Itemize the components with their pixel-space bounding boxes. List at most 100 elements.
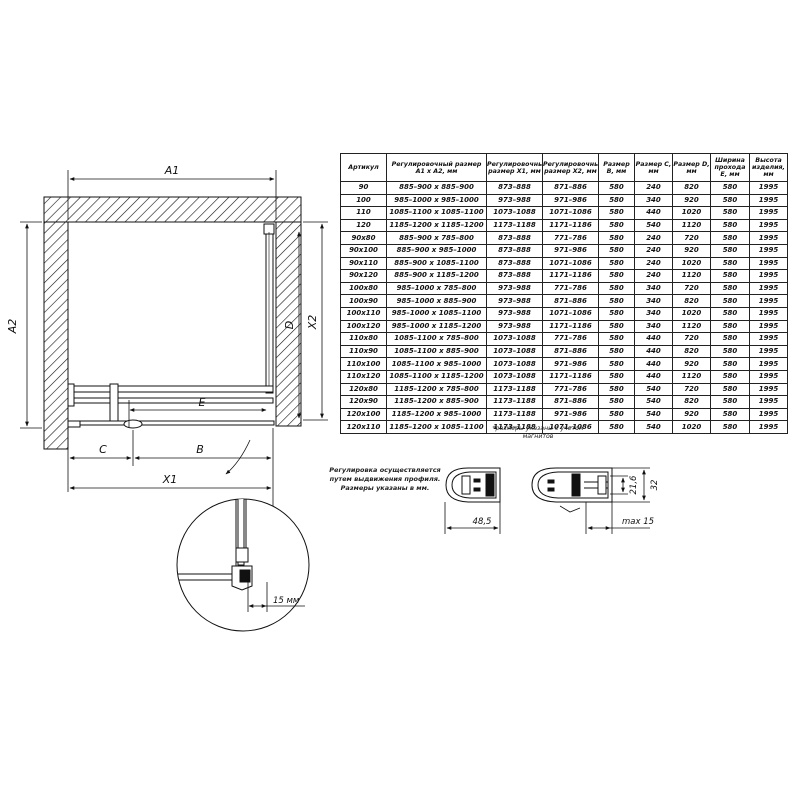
- cell-x1: 1173–1188: [486, 395, 543, 409]
- table-footnote: *размеры указаны с учетом магнитов: [492, 425, 584, 440]
- cell-x2: 1171–1186: [542, 269, 599, 283]
- cell-d: 720: [672, 231, 711, 245]
- cell-b: 580: [598, 395, 635, 409]
- door-handle: [123, 419, 143, 429]
- table-header-row: Артикул Регулировочный размер A1 x A2, м…: [340, 153, 788, 182]
- cell-a1-a2: 885–900 x 1185–1200: [386, 269, 487, 283]
- cell-article: 120x100: [340, 407, 387, 422]
- cell-x2: 871–886: [542, 395, 599, 409]
- cell-a1-a2: 1185–1200 x 885–900: [386, 395, 487, 409]
- cell-e: 580: [710, 344, 750, 359]
- cell-x1: 973–988: [486, 306, 543, 321]
- cell-c: 340: [634, 306, 673, 321]
- cell-c: 240: [634, 256, 673, 271]
- sliding-panel-glass: [68, 397, 274, 404]
- cell-b: 580: [598, 231, 635, 245]
- cell-b: 580: [598, 294, 635, 308]
- cell-d: 920: [672, 243, 711, 258]
- cell-height: 1995: [749, 382, 788, 397]
- header-a1-a2: Регулировочный размер A1 x A2, мм: [386, 153, 487, 182]
- cell-d: 920: [672, 193, 711, 208]
- cell-article: 120x90: [340, 395, 387, 409]
- cell-x1: 873–888: [486, 269, 543, 283]
- cell-a1-a2: 1185–1200 x 1185–1200: [386, 218, 487, 233]
- cell-d: 920: [672, 407, 711, 422]
- header-x2: Регулировочный размер X2, мм: [542, 153, 599, 182]
- cell-e: 580: [710, 281, 750, 296]
- cell-d: 820: [672, 294, 711, 308]
- cell-article: 90x100: [340, 243, 387, 258]
- cell-d: 820: [672, 344, 711, 359]
- cell-height: 1995: [749, 369, 788, 384]
- cell-x2: 1071–1086: [542, 256, 599, 271]
- cell-d: 820: [672, 181, 711, 195]
- cell-b: 580: [598, 382, 635, 397]
- dimension-lines: [20, 170, 328, 508]
- cell-a1-a2: 985–1000 x 1085–1100: [386, 306, 487, 321]
- cell-x2: 1171–1186: [542, 319, 599, 334]
- cell-x1: 1073–1088: [486, 369, 543, 384]
- cell-height: 1995: [749, 281, 788, 296]
- cell-b: 580: [598, 319, 635, 334]
- label-offset-15: 15 мм: [273, 596, 300, 606]
- cell-height: 1995: [749, 218, 788, 233]
- label-profile-inner: 21,6: [629, 475, 639, 495]
- cell-x1: 1073–1088: [486, 332, 543, 346]
- rail-bracket-left: [67, 383, 75, 407]
- cell-a1-a2: 985–1000 x 785–800: [386, 281, 487, 296]
- cell-article: 90: [340, 181, 387, 195]
- cell-d: 820: [672, 395, 711, 409]
- detail-view: 15 мм: [176, 498, 310, 632]
- header-d: Размер D, мм: [672, 153, 711, 182]
- cell-a1-a2: 1185–1200 x 985–1000: [386, 407, 487, 422]
- cell-b: 580: [598, 218, 635, 233]
- label-c: C: [99, 443, 107, 456]
- header-height: Высота изделия, мм: [749, 153, 788, 182]
- cell-article: 120x80: [340, 382, 387, 397]
- profile-dimensions: [444, 467, 650, 534]
- cell-a1-a2: 1085–1100 x 785–800: [386, 332, 487, 346]
- cell-e: 580: [710, 395, 750, 409]
- cell-b: 580: [598, 181, 635, 195]
- cell-c: 240: [634, 231, 673, 245]
- cell-x1: 1173–1188: [486, 218, 543, 233]
- cell-x1: 1173–1188: [486, 407, 543, 422]
- profile-note-line: Размеры указаны в мм.: [341, 484, 430, 492]
- cell-b: 580: [598, 193, 635, 208]
- cell-x2: 771–786: [542, 332, 599, 346]
- cell-b: 580: [598, 420, 635, 434]
- cell-article: 120x110: [340, 420, 387, 434]
- cell-x2: 971–986: [542, 357, 599, 371]
- cell-c: 540: [634, 395, 673, 409]
- cell-a1-a2: 1185–1200 x 1085–1100: [386, 420, 487, 434]
- cell-x1: 973–988: [486, 294, 543, 308]
- cell-x2: 971–986: [542, 243, 599, 258]
- cell-c: 540: [634, 382, 673, 397]
- cell-c: 440: [634, 344, 673, 359]
- cell-a1-a2: 885–900 x 1085–1100: [386, 256, 487, 271]
- door-glass: [71, 420, 275, 426]
- cell-c: 340: [634, 193, 673, 208]
- cell-article: 120: [340, 218, 387, 233]
- profile-sections: [445, 467, 613, 503]
- cell-b: 580: [598, 344, 635, 359]
- wall-left: [43, 221, 69, 450]
- cell-x1: 1173–1188: [486, 420, 543, 434]
- cell-e: 580: [710, 256, 750, 271]
- cell-x1: 873–888: [486, 181, 543, 195]
- label-b: B: [196, 443, 204, 456]
- cell-a1-a2: 985–1000 x 885–900: [386, 294, 487, 308]
- cell-article: 90x110: [340, 256, 387, 271]
- cell-article: 110x80: [340, 332, 387, 346]
- cell-d: 720: [672, 332, 711, 346]
- cell-height: 1995: [749, 294, 788, 308]
- cell-article: 100x90: [340, 294, 387, 308]
- cell-x2: 771–786: [542, 382, 599, 397]
